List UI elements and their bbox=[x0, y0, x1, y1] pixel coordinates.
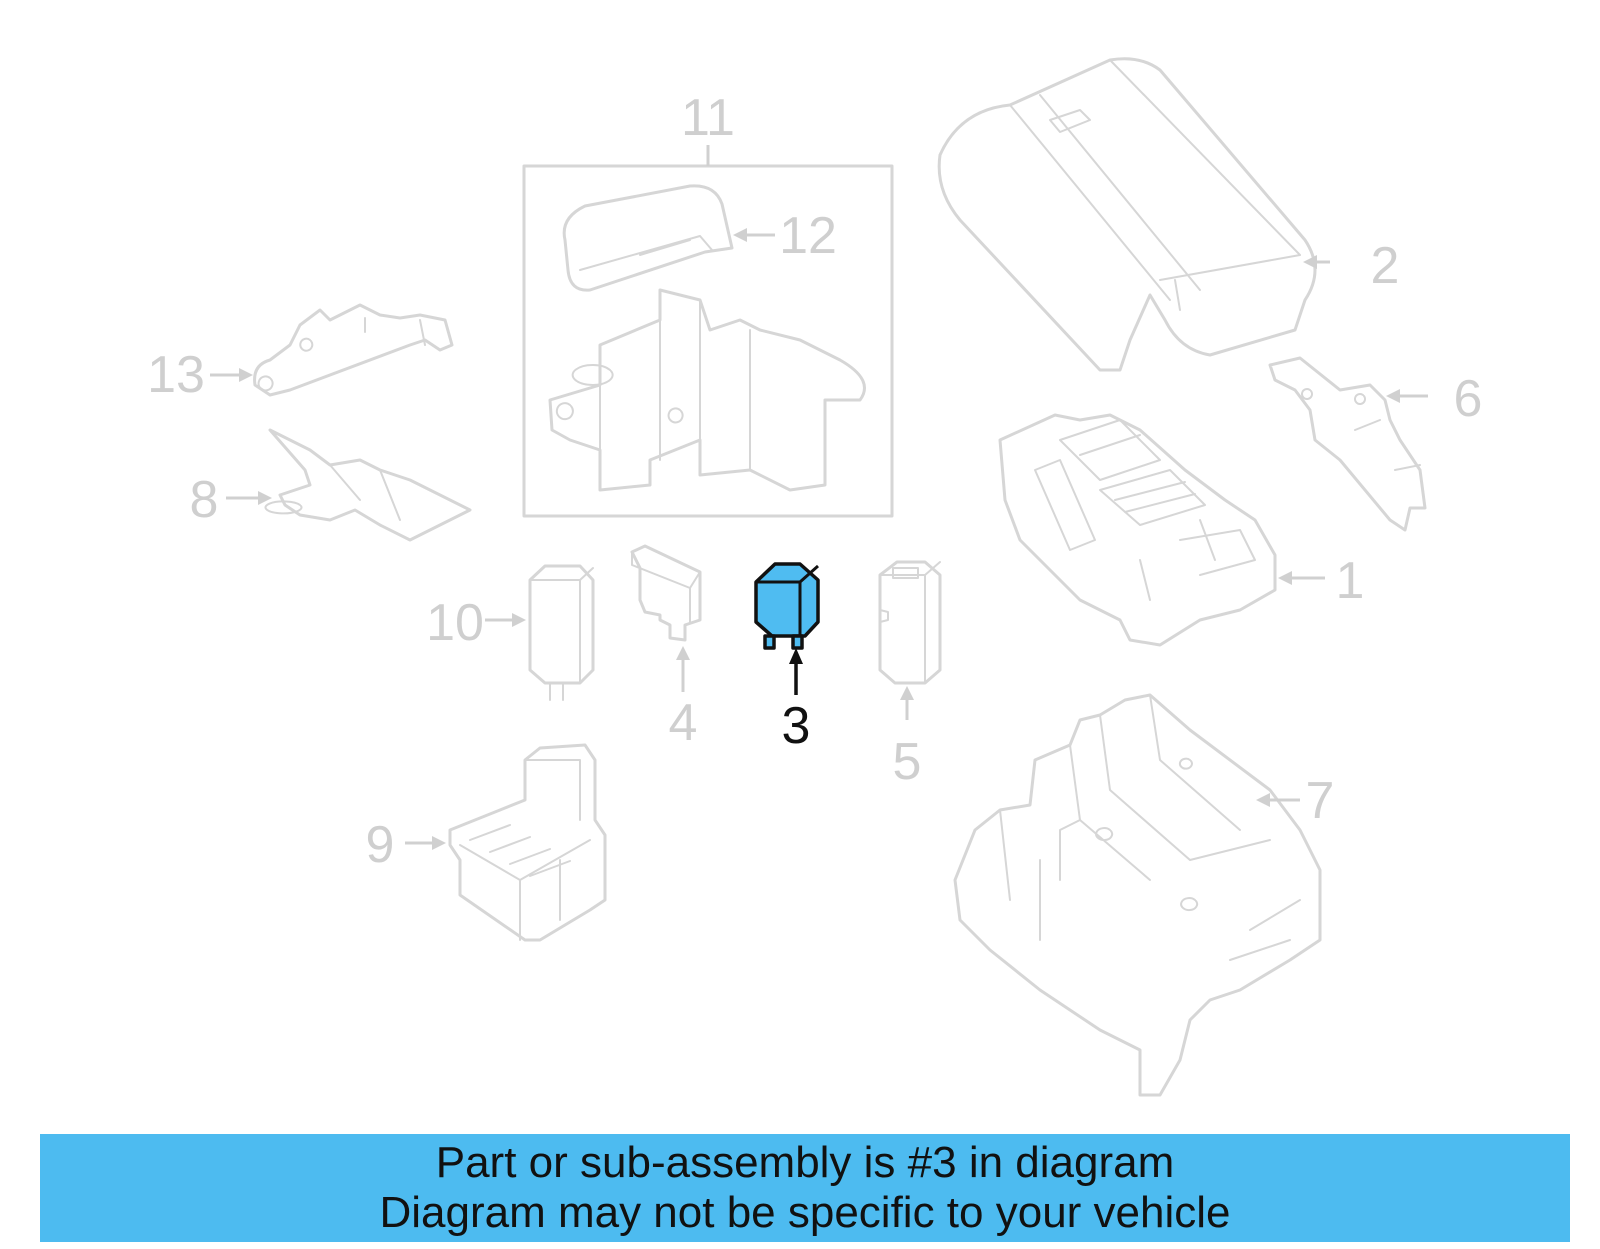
part-11-bracket bbox=[548, 288, 866, 492]
part-7-battery-tray bbox=[953, 693, 1322, 1097]
callout-2: 2 bbox=[1371, 237, 1400, 295]
callout-4: 4 bbox=[669, 694, 698, 752]
callout-8: 8 bbox=[190, 471, 219, 529]
part-2-top-cover bbox=[937, 57, 1317, 372]
part-10-relay bbox=[528, 564, 595, 701]
part-3-relay-highlighted[interactable] bbox=[754, 562, 820, 695]
callout-10: 10 bbox=[426, 594, 484, 652]
pointer-lines bbox=[210, 228, 1428, 850]
banner-line-part-number: Part or sub-assembly is #3 in diagram bbox=[435, 1138, 1175, 1187]
callout-3[interactable]: 3 bbox=[782, 697, 811, 755]
part-9-connector bbox=[448, 743, 607, 942]
callout-9: 9 bbox=[366, 816, 395, 874]
callout-1: 1 bbox=[1336, 552, 1365, 610]
info-banner: Part or sub-assembly is #3 in diagram Di… bbox=[40, 1134, 1570, 1242]
callout-5: 5 bbox=[893, 733, 922, 791]
part-1-fuse-box bbox=[998, 413, 1277, 647]
part-11-assembly-box bbox=[522, 145, 894, 518]
part-12-cover bbox=[562, 184, 734, 292]
part-4-fuse bbox=[630, 544, 702, 642]
part-8-plate bbox=[264, 428, 472, 542]
part-5-fuse bbox=[878, 560, 942, 685]
part-6-bracket bbox=[1268, 356, 1427, 532]
banner-line-disclaimer: Diagram may not be specific to your vehi… bbox=[379, 1188, 1231, 1237]
part-13-bracket bbox=[253, 303, 454, 397]
callout-6: 6 bbox=[1454, 370, 1483, 428]
callout-13: 13 bbox=[147, 346, 205, 404]
callout-7: 7 bbox=[1306, 772, 1335, 830]
callout-11: 11 bbox=[681, 89, 735, 147]
callout-12: 12 bbox=[779, 207, 837, 265]
